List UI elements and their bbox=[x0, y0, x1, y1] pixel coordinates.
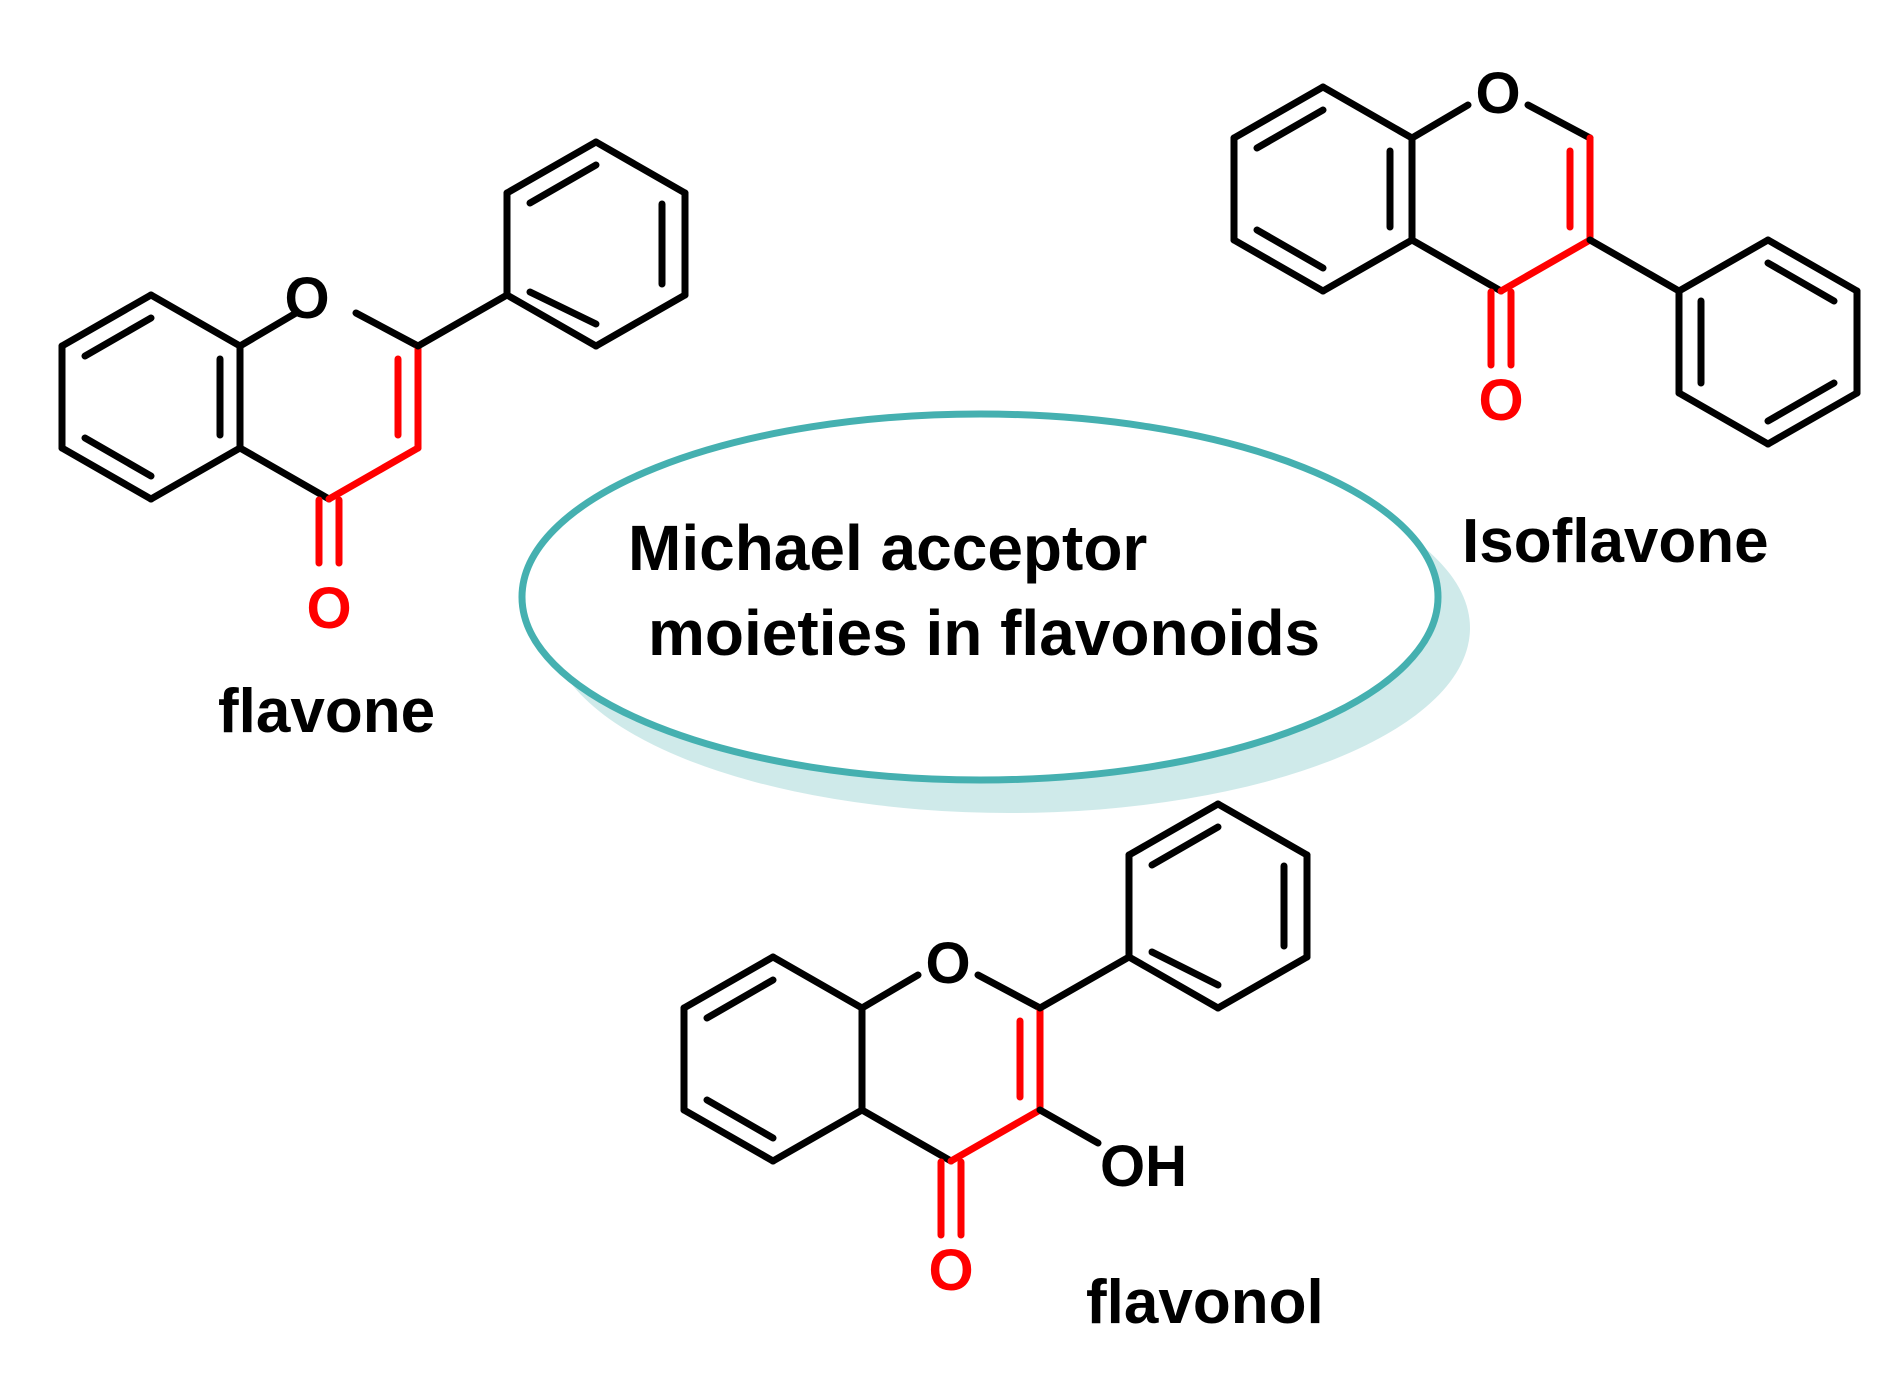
flavone-ring-oxygen: O bbox=[284, 266, 329, 331]
isoflavone-carbonyl-oxygen: O bbox=[1478, 368, 1523, 433]
flavonol-ring-oxygen: O bbox=[925, 931, 970, 996]
flavone-carbonyl-oxygen: O bbox=[306, 576, 351, 641]
center-title-line1: Michael acceptor bbox=[628, 512, 1147, 584]
isoflavone-structure: O O Isoflavone bbox=[1230, 61, 1861, 576]
flavonol-hydroxyl: OH bbox=[1100, 1134, 1187, 1199]
flavone-structure: O O flavone bbox=[58, 138, 689, 746]
center-title-line2: moieties in flavonoids bbox=[648, 597, 1320, 669]
flavone-label: flavone bbox=[218, 677, 435, 746]
flavonol-carbonyl-oxygen: O bbox=[928, 1238, 973, 1303]
flavonol-label: flavonol bbox=[1086, 1268, 1324, 1337]
ellipse-outline bbox=[518, 410, 1442, 784]
isoflavone-ring-oxygen: O bbox=[1475, 61, 1520, 126]
flavonol-structure: O O OH flavonol bbox=[680, 800, 1324, 1337]
center-callout: Michael acceptor moieties in flavonoids bbox=[518, 410, 1470, 813]
isoflavone-label: Isoflavone bbox=[1462, 507, 1769, 576]
